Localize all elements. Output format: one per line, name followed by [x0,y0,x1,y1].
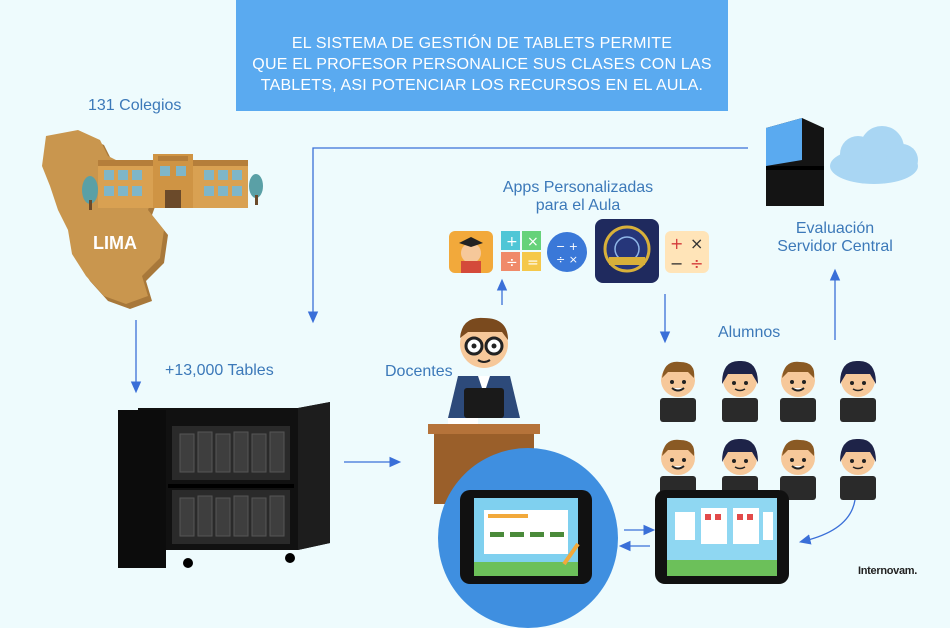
lima-label: LIMA [93,233,137,253]
tree-left-icon [82,176,98,210]
svg-text:− +: − + [556,240,578,253]
evaluacion-label-line-2: Servidor Central [777,238,893,255]
svg-text:=: = [527,255,539,271]
arrow-server-to-teacher [307,147,748,324]
server-icon [766,118,824,206]
tables-label: +13,000 Tables [165,362,274,379]
student-4 [839,360,877,423]
teacher-tablet-icon[interactable] [460,490,592,584]
student-tablet-icon[interactable] [655,490,789,584]
student-1 [659,360,697,423]
svg-text:×: × [527,234,539,250]
student-8 [839,438,877,501]
lima-map-illustration [42,130,263,309]
student-2 [721,360,759,423]
banner-line-1: EL SISTEMA DE GESTIÓN DE TABLETS PERMITE [291,35,673,52]
evaluacion-label: Evaluación Servidor Central [762,220,908,256]
evaluacion-label-line-1: Evaluación [795,220,875,237]
student-3 [779,360,817,423]
colegios-label: 131 Colegios [88,97,182,114]
alumnos-label: Alumnos [718,324,781,341]
apps-label-line-2: para el Aula [535,197,621,214]
school-building-icon [98,154,248,208]
banner-line-3: TABLETS, ASI POTENCIAR LOS RECURSOS EN E… [260,77,704,94]
apps-label: Apps Personalizadas para el Aula [490,179,666,215]
svg-text:+: + [670,234,683,253]
docentes-label: Docentes [385,363,453,380]
math-colors-app-icon: + × ÷ = [501,231,541,271]
svg-text:−: − [670,254,683,273]
cloud-icon [830,126,918,184]
server-cloud-illustration [766,118,918,206]
apps-label-line-1: Apps Personalizadas [502,179,654,196]
students-grid [659,360,877,501]
app-icons-row: + × ÷ = − + ÷ × + × − ÷ [449,219,711,285]
svg-text:÷: ÷ [506,255,518,271]
svg-text:+: + [506,234,518,250]
svg-text:÷ ×: ÷ × [556,253,578,266]
banner-line-2: QUE EL PROFESOR PERSONALICE SUS CLASES C… [252,56,712,73]
calculator-app-icon: + × − ÷ [665,231,709,273]
tree-right-icon [249,174,263,205]
brand-logo: Internovam. [858,565,918,577]
header-banner: EL SISTEMA DE GESTIÓN DE TABLETS PERMITE… [236,0,728,111]
svg-text:÷: ÷ [690,254,703,273]
connector-lines [130,147,856,552]
science-app-icon [595,219,659,283]
teacher-head-icon [460,317,508,368]
arrow-student-to-tablet [798,499,856,545]
graduate-app-icon [449,231,493,273]
operators-app-icon: − + ÷ × [547,232,587,272]
svg-text:×: × [690,234,703,253]
tablet-cabinet-illustration [118,402,330,568]
